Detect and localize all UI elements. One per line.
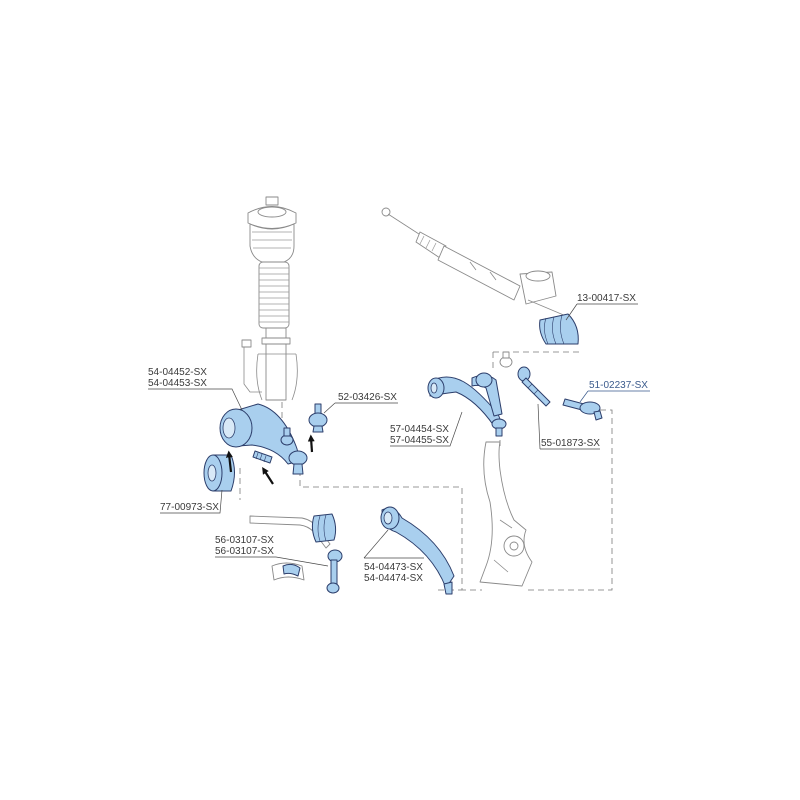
upper-control-arm xyxy=(219,403,308,475)
sway-bar-link xyxy=(282,513,343,594)
part-number-label: 77-00973-SX xyxy=(160,502,219,513)
assembly-dashed-lines xyxy=(239,351,613,591)
part-number-label: 54-04474-SX xyxy=(364,573,423,584)
part-number-label: 56-03107-SX xyxy=(215,535,274,546)
part-number-label: 57-04454-SX xyxy=(390,424,449,435)
lower-control-arm xyxy=(380,506,455,595)
part-number-label: 55-01873-SX xyxy=(541,438,600,449)
leader-lines xyxy=(148,303,650,567)
arrow-icon xyxy=(262,467,274,485)
part-number-label: 54-04473-SX xyxy=(364,562,423,573)
tie-rod-joint xyxy=(499,351,513,368)
part-number-label: 54-04452-SX xyxy=(148,367,207,378)
rack-boot xyxy=(539,313,579,345)
arrow-icons xyxy=(225,434,315,485)
air-strut xyxy=(241,196,298,401)
inner-tie-rod xyxy=(517,366,551,407)
part-number-label: 13-00417-SX xyxy=(577,293,636,304)
part-number-label: 56-03107-SX xyxy=(215,546,274,557)
arrow-icon xyxy=(225,450,233,473)
upper-wishbone-arm xyxy=(427,372,507,437)
part-number-labels: 54-04452-SX 54-04453-SX 52-03426-SX 77-0… xyxy=(148,293,648,584)
part-number-label: 52-03426-SX xyxy=(338,392,397,403)
part-number-label: 54-04453-SX xyxy=(148,378,207,389)
steering-knuckle xyxy=(479,441,533,587)
steering-rack xyxy=(381,207,567,317)
ball-joint xyxy=(308,403,328,433)
outer-tie-rod-end xyxy=(562,398,603,421)
part-number-label-highlighted: 51-02237-SX xyxy=(589,380,648,391)
arrow-icon xyxy=(307,434,315,453)
part-number-label: 57-04455-SX xyxy=(390,435,449,446)
